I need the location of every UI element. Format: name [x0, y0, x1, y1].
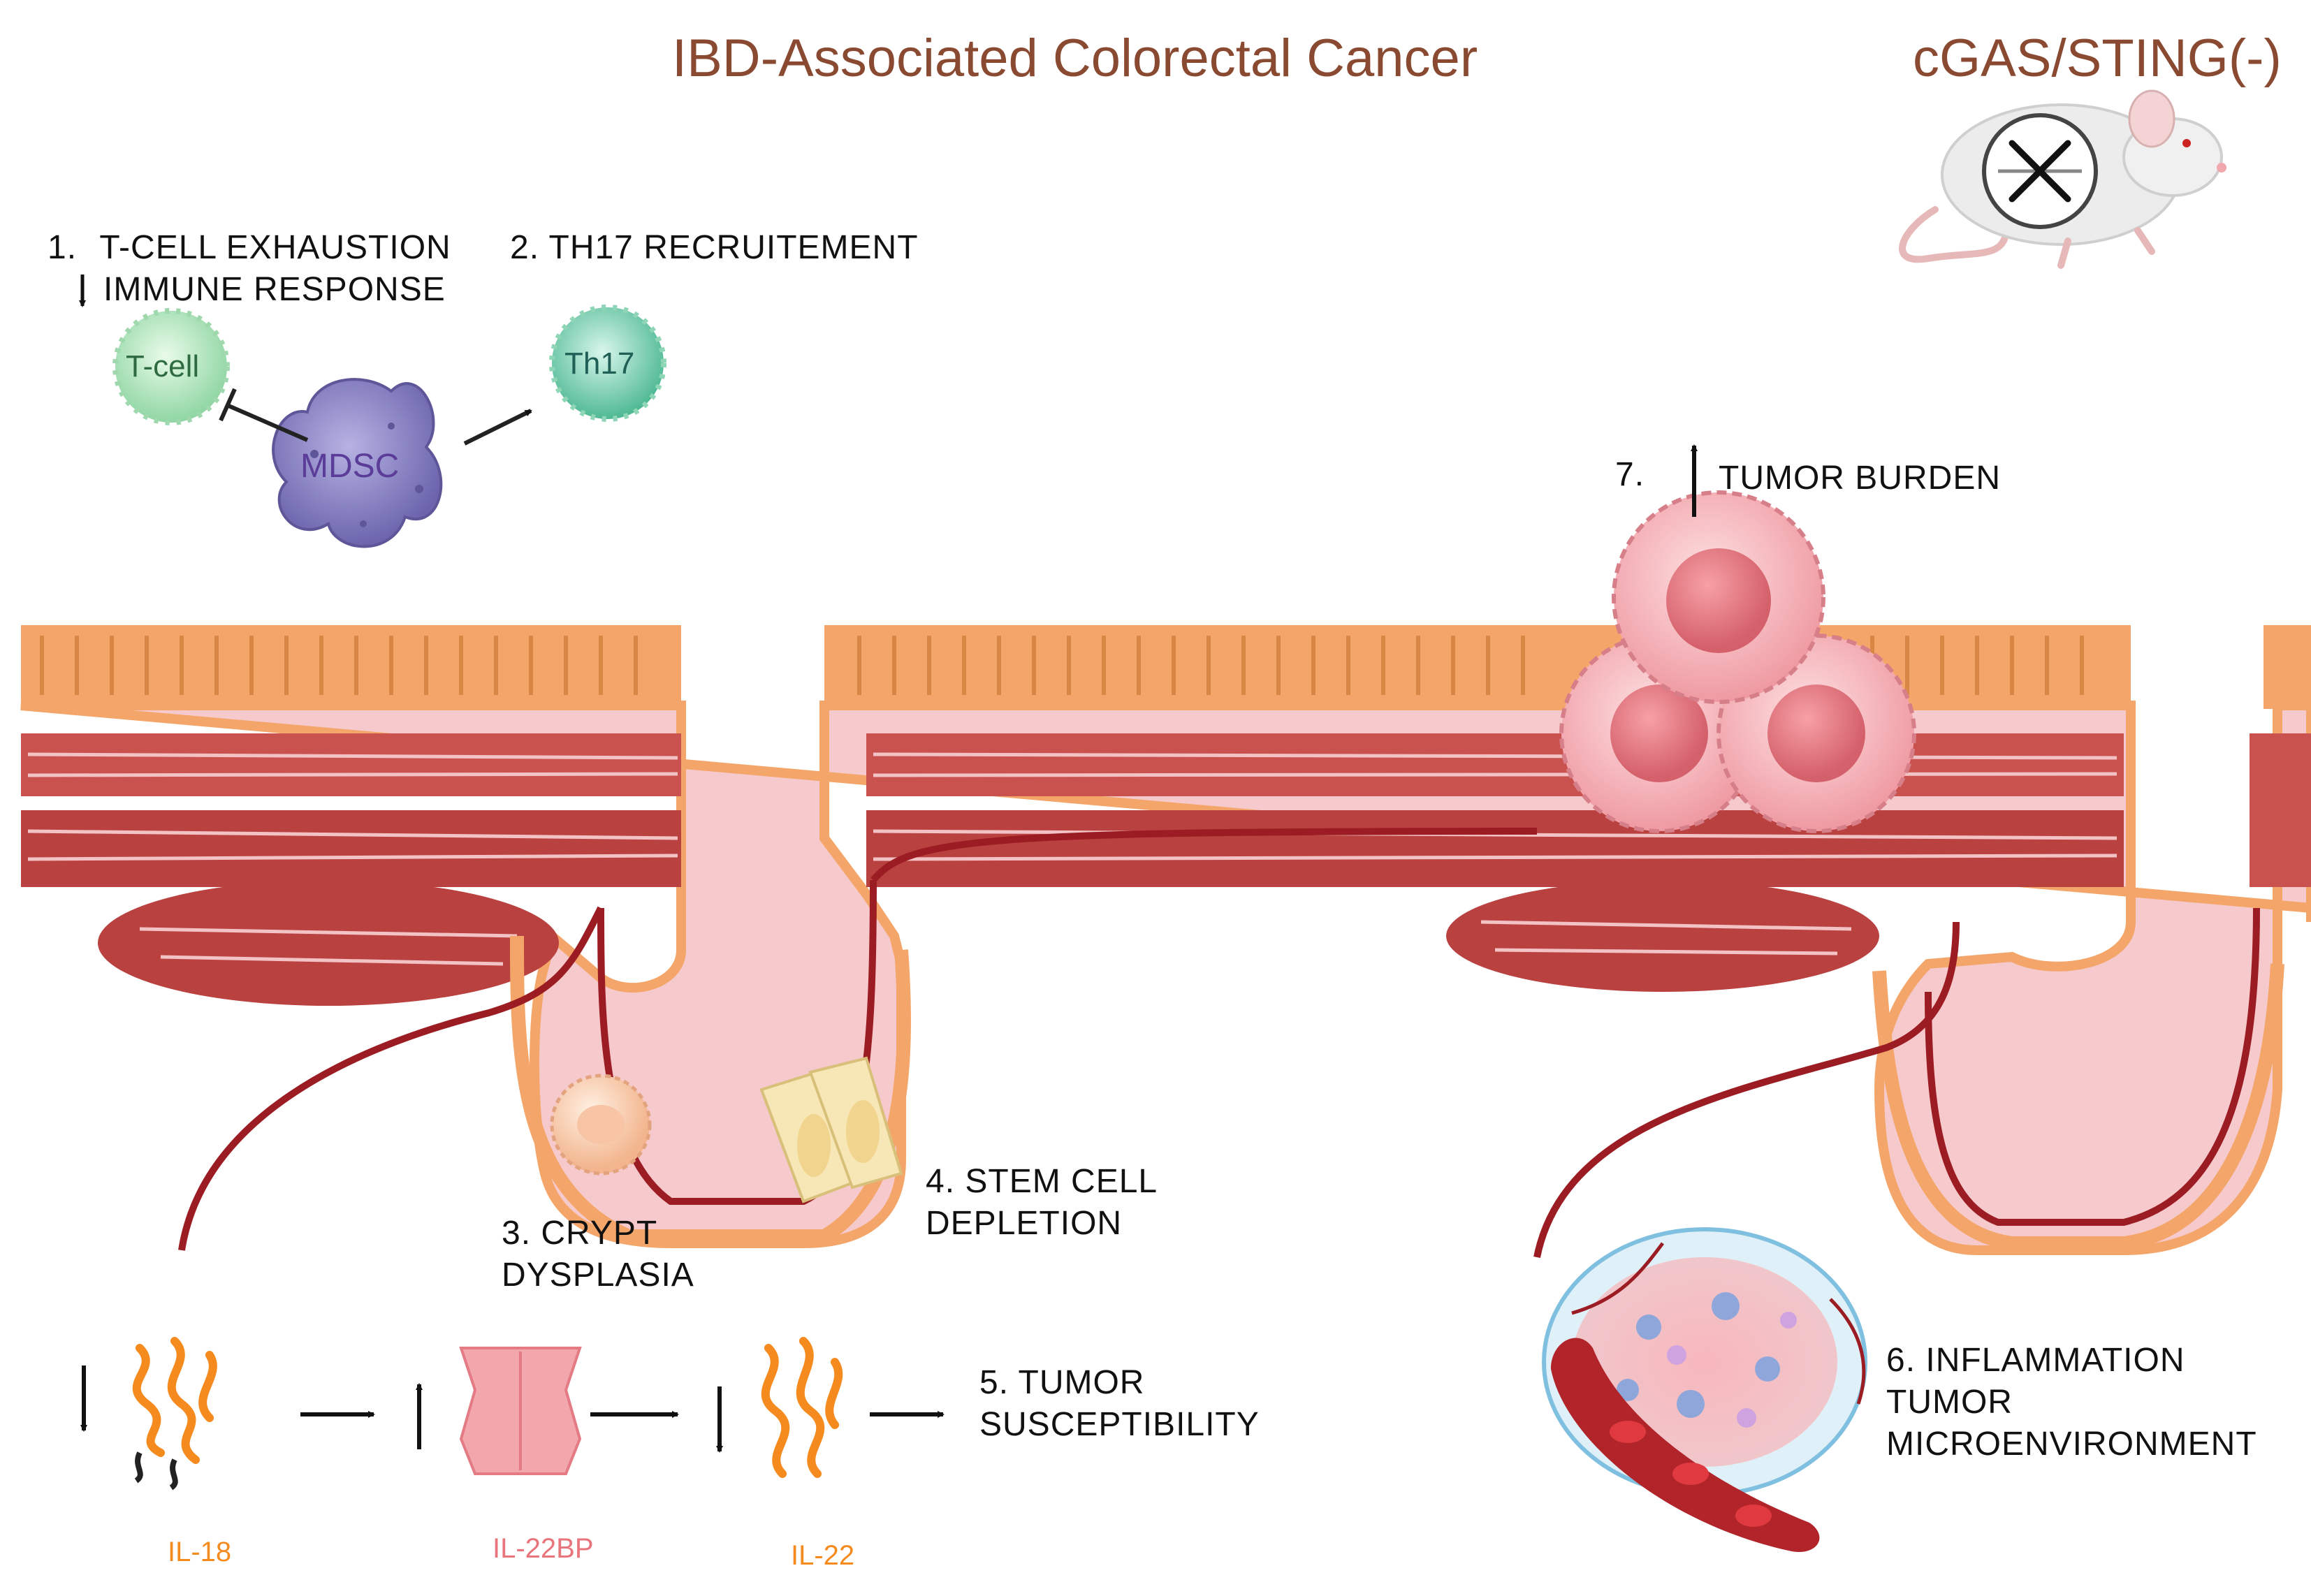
il22bp-protein-icon: [459, 1347, 582, 1475]
step-4-label: 4. STEM CELL DEPLETION: [926, 1161, 1158, 1245]
step-5-line1: TUMOR: [1018, 1364, 1145, 1401]
tumor-cluster: [1559, 490, 1916, 833]
step-6-line1: INFLAMMATION: [1925, 1342, 2185, 1379]
il22bp-label: IL-22BP: [493, 1533, 594, 1564]
step-7-number: 7.: [1615, 456, 1645, 493]
recruitment-arrow: [463, 409, 532, 446]
step-7-label: 7.: [1615, 454, 1645, 496]
step-3-label: 3. CRYPT DYSPLASIA: [502, 1213, 694, 1296]
page-title: IBD-Associated Colorectal Cancer: [672, 29, 1478, 88]
step-6-number: 6.: [1886, 1342, 1916, 1379]
step-4-line2: DEPLETION: [926, 1205, 1123, 1242]
il18-protein-icon: [132, 1337, 217, 1491]
step-6-line2: TUMOR: [1886, 1384, 2013, 1421]
tumor-microenvironment: [1542, 1227, 1867, 1552]
step-4-line1: STEM CELL: [965, 1163, 1158, 1200]
step-6-label: 6. INFLAMMATION TUMOR MICROENVIRONMENT: [1886, 1340, 2257, 1465]
step-3-line2: DYSPLASIA: [502, 1257, 694, 1294]
step-1-label: 1. T-CELL EXHAUSTION IMMUNE RESPONSE: [48, 227, 451, 311]
step-1-line1: T-CELL EXHAUSTION: [99, 229, 451, 266]
step-2-number: 2.: [510, 229, 540, 266]
il22-protein-icon: [761, 1337, 843, 1478]
step-1-line2: IMMUNE RESPONSE: [103, 271, 446, 308]
step-7-text: TUMOR BURDEN: [1719, 460, 2001, 497]
tcell-label: T-cell: [126, 349, 200, 383]
inhibition-connector: [219, 388, 309, 442]
crypt-dysplasia-cell: [550, 1074, 652, 1176]
stem-cells: [759, 1056, 903, 1203]
step-5-number: 5.: [979, 1364, 1009, 1401]
step-2-line1: TH17 RECRUITEMENT: [548, 229, 919, 266]
step-3-number: 3.: [502, 1215, 532, 1252]
mdsc-label: MDSC: [300, 448, 400, 485]
il22-label: IL-22: [791, 1540, 855, 1571]
colon-wall: [20, 625, 2311, 1255]
step-6-line3: MICROENVIRONMENT: [1886, 1426, 2257, 1463]
step-2-label: 2. TH17 RECRUITEMENT: [510, 227, 919, 269]
il18-label: IL-18: [168, 1537, 232, 1567]
step-3-line1: CRYPT: [541, 1215, 658, 1252]
step-5-label: 5. TUMOR SUSCEPTIBILITY: [979, 1362, 1260, 1446]
mdsc-cell: [272, 378, 443, 548]
tcell: [112, 308, 230, 425]
th17-cell: [549, 305, 666, 422]
th17-label: Th17: [564, 346, 635, 381]
model-label: cGAS/STING(-): [1913, 29, 2282, 88]
knockout-mouse-icon: [1899, 89, 2226, 269]
step-5-line2: SUSCEPTIBILITY: [979, 1406, 1260, 1443]
step-1-number: 1.: [48, 229, 78, 266]
step-4-number: 4.: [926, 1163, 956, 1200]
blood-vessels: [178, 828, 2260, 1258]
